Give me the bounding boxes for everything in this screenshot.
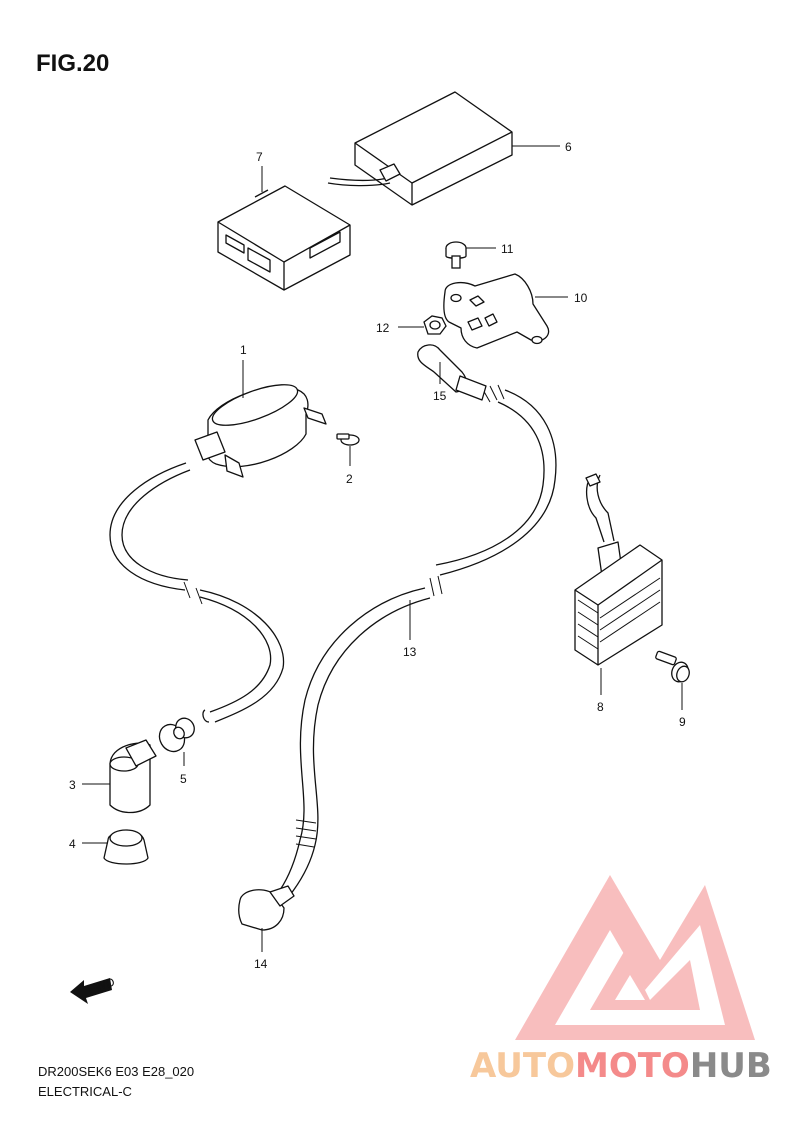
figure-title: FIG.20 [36, 50, 110, 77]
part-5-seal [158, 717, 195, 753]
leader-lines [82, 145, 683, 952]
callout-13: 13 [403, 645, 417, 659]
callout-10: 10 [574, 291, 588, 305]
callout-6: 6 [565, 140, 572, 154]
part-3-plug-cap [109, 739, 157, 814]
callout-1: 1 [240, 343, 247, 357]
callout-2: 2 [346, 472, 353, 486]
watermark-text: AUTOMOTOHUB [470, 1046, 772, 1086]
watermark-logo [515, 875, 755, 1040]
callout-14: 14 [254, 957, 268, 971]
model-code: DR200SEK6 E03 E28_020 [38, 1064, 195, 1079]
part-15-terminal-boot [417, 344, 487, 401]
callout-11: 11 [501, 242, 514, 256]
high-tension-cord [109, 462, 285, 723]
part-4-cap-cover [103, 829, 149, 865]
part-11-bolt [445, 241, 467, 269]
part-1-ignition-coil [194, 384, 327, 478]
callout-8: 8 [597, 700, 604, 714]
part-7-control-unit [217, 185, 351, 291]
part-13-starter-cable [279, 384, 557, 896]
part-12-nut [423, 315, 447, 335]
section-name: ELECTRICAL-C [38, 1084, 132, 1099]
part-14-boot [238, 885, 295, 931]
fwd-arrow-icon: FWD [70, 975, 117, 1004]
part-2-screw [336, 433, 360, 446]
part-8-regulator-rectifier [574, 473, 663, 666]
watermark-part-b: MOTO [574, 1046, 690, 1086]
watermark-part-a: AUTO [470, 1046, 575, 1086]
callout-numbers: 1 2 3 4 5 6 7 8 9 10 11 12 13 14 15 [69, 140, 686, 971]
callout-3: 3 [69, 778, 76, 792]
callout-5: 5 [180, 772, 187, 786]
callout-9: 9 [679, 715, 686, 729]
part-9-flange-bolt [655, 650, 690, 683]
part-10-starter-relay [443, 273, 550, 349]
callout-7: 7 [256, 150, 263, 164]
callout-4: 4 [69, 837, 76, 851]
callout-12: 12 [376, 321, 390, 335]
part-6-cdi-unit [327, 91, 513, 206]
watermark-part-c: HUB [689, 1046, 772, 1086]
callout-15: 15 [433, 389, 447, 403]
